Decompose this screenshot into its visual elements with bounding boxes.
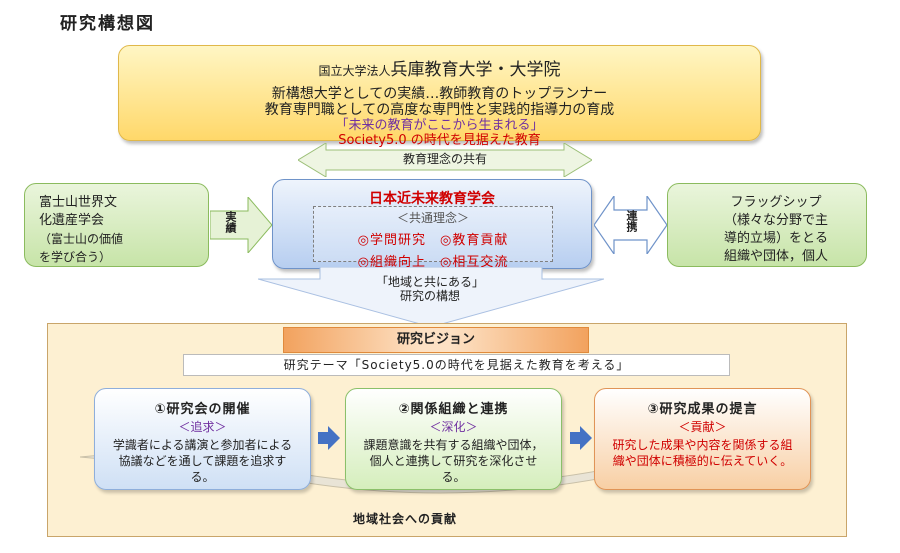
research-theme: 研究テーマ「Society5.0の時代を見据えた教育を考える」 xyxy=(183,354,730,376)
region-curve xyxy=(80,445,800,494)
region-contribution: 地域社会への貢献 xyxy=(353,512,458,526)
card-heading: ②関係組織と連携 xyxy=(398,402,509,417)
society-box: 日本近未来教育学会 ＜共通理念＞ ◎学問研究 ◎教育貢献 ◎組織向上 ◎相互交流 xyxy=(272,179,592,270)
university-society-line: Society5.0 の時代を見据えた教育 xyxy=(338,133,541,148)
arrow-right-icon xyxy=(570,426,592,450)
common-principles: ＜共通理念＞ ◎学問研究 ◎教育貢献 ◎組織向上 ◎相互交流 xyxy=(313,206,553,270)
collaboration-label: 連携 xyxy=(620,210,642,235)
university-slogan: 「未来の教育がここから生まれる」 xyxy=(335,118,544,133)
achievement-label-text: 実績 xyxy=(224,211,237,233)
vision-title: 研究ビジョン xyxy=(283,327,589,353)
society-title: 日本近未来教育学会 xyxy=(369,191,495,207)
arrow-right-icon xyxy=(318,426,340,450)
concept-down-arrow xyxy=(258,267,604,327)
collaboration-label-text: 連携 xyxy=(625,210,638,232)
card-collaboration: ②関係組織と連携 ＜深化＞ 課題意識を共有する組織や団体，個人と連携して研究を深… xyxy=(345,388,562,490)
card-body: 課題意識を共有する組織や団体，個人と連携して研究を深化させる。 xyxy=(363,438,544,484)
concept-label: 「地域と共にある」 研究の構想 xyxy=(330,275,530,303)
concept-line1: 「地域と共にある」 xyxy=(375,275,484,289)
collaboration-arrow xyxy=(594,196,667,254)
university-name-line: 国立大学法人兵庫教育大学・大学院 xyxy=(119,55,760,80)
university-line2: 新構想大学としての実績…教師教育のトップランナー xyxy=(271,86,608,102)
card-subtitle: ＜追求＞ xyxy=(178,420,227,434)
shared-philosophy-arrow xyxy=(298,143,592,177)
university-line3: 教育専門職としての高度な専門性と実践的指導力の育成 xyxy=(264,102,615,118)
right-partner-line1: フラッグシップ xyxy=(730,195,822,210)
right-partner-box: フラッグシップ （様々な分野で主 導的立場）をとる 組織や団体，個人 xyxy=(667,183,867,267)
page-title: 研究構想図 xyxy=(60,14,155,34)
card-research-meeting: ①研究会の開催 ＜追求＞ 学識者による講演と参加者による協議などを通して課題を追… xyxy=(94,388,311,490)
card-heading: ①研究会の開催 xyxy=(154,402,251,417)
card-subtitle: ＜深化＞ xyxy=(429,420,478,434)
achievement-arrow xyxy=(210,197,272,253)
right-partner-line4: 組織や団体，個人 xyxy=(723,249,828,264)
left-partner-line3: （富士山の価値 xyxy=(39,232,124,246)
right-partner-line2: （様々な分野で主 xyxy=(723,213,828,228)
left-partner-line2: 化遺産学会 xyxy=(39,213,105,228)
right-partner-line3: 導的立場）をとる xyxy=(723,231,828,246)
card-subtitle: ＜貢献＞ xyxy=(678,420,727,434)
university-box: 国立大学法人兵庫教育大学・大学院 新構想大学としての実績…教師教育のトップランナ… xyxy=(118,45,761,148)
university-prefix: 国立大学法人 xyxy=(318,64,391,78)
principles-row2: ◎組織向上 ◎相互交流 xyxy=(357,255,509,270)
university-name: 兵庫教育大学・大学院 xyxy=(390,60,561,80)
left-partner-line4: を学び合う） xyxy=(39,250,112,264)
shared-philosophy-label: 教育理念の共有 xyxy=(402,152,487,166)
card-heading: ③研究成果の提言 xyxy=(647,402,758,417)
achievement-label: 実績 xyxy=(210,211,250,236)
principles-row1: ◎学問研究 ◎教育貢献 xyxy=(357,233,509,248)
concept-line2: 研究の構想 xyxy=(399,289,460,303)
left-partner-box: 富士山世界文 化遺産学会 （富士山の価値 を学び合う） xyxy=(24,183,209,267)
card-body: 学識者による講演と参加者による協議などを通して課題を追求する。 xyxy=(112,438,293,484)
left-partner-line1: 富士山世界文 xyxy=(39,195,118,210)
card-proposal: ③研究成果の提言 ＜貢献＞ 研究した成果や内容を関係する組織や団体に積極的に伝え… xyxy=(594,388,811,490)
card-body: 研究した成果や内容を関係する組織や団体に積極的に伝えていく。 xyxy=(612,438,793,468)
principles-label: ＜共通理念＞ xyxy=(396,211,469,225)
